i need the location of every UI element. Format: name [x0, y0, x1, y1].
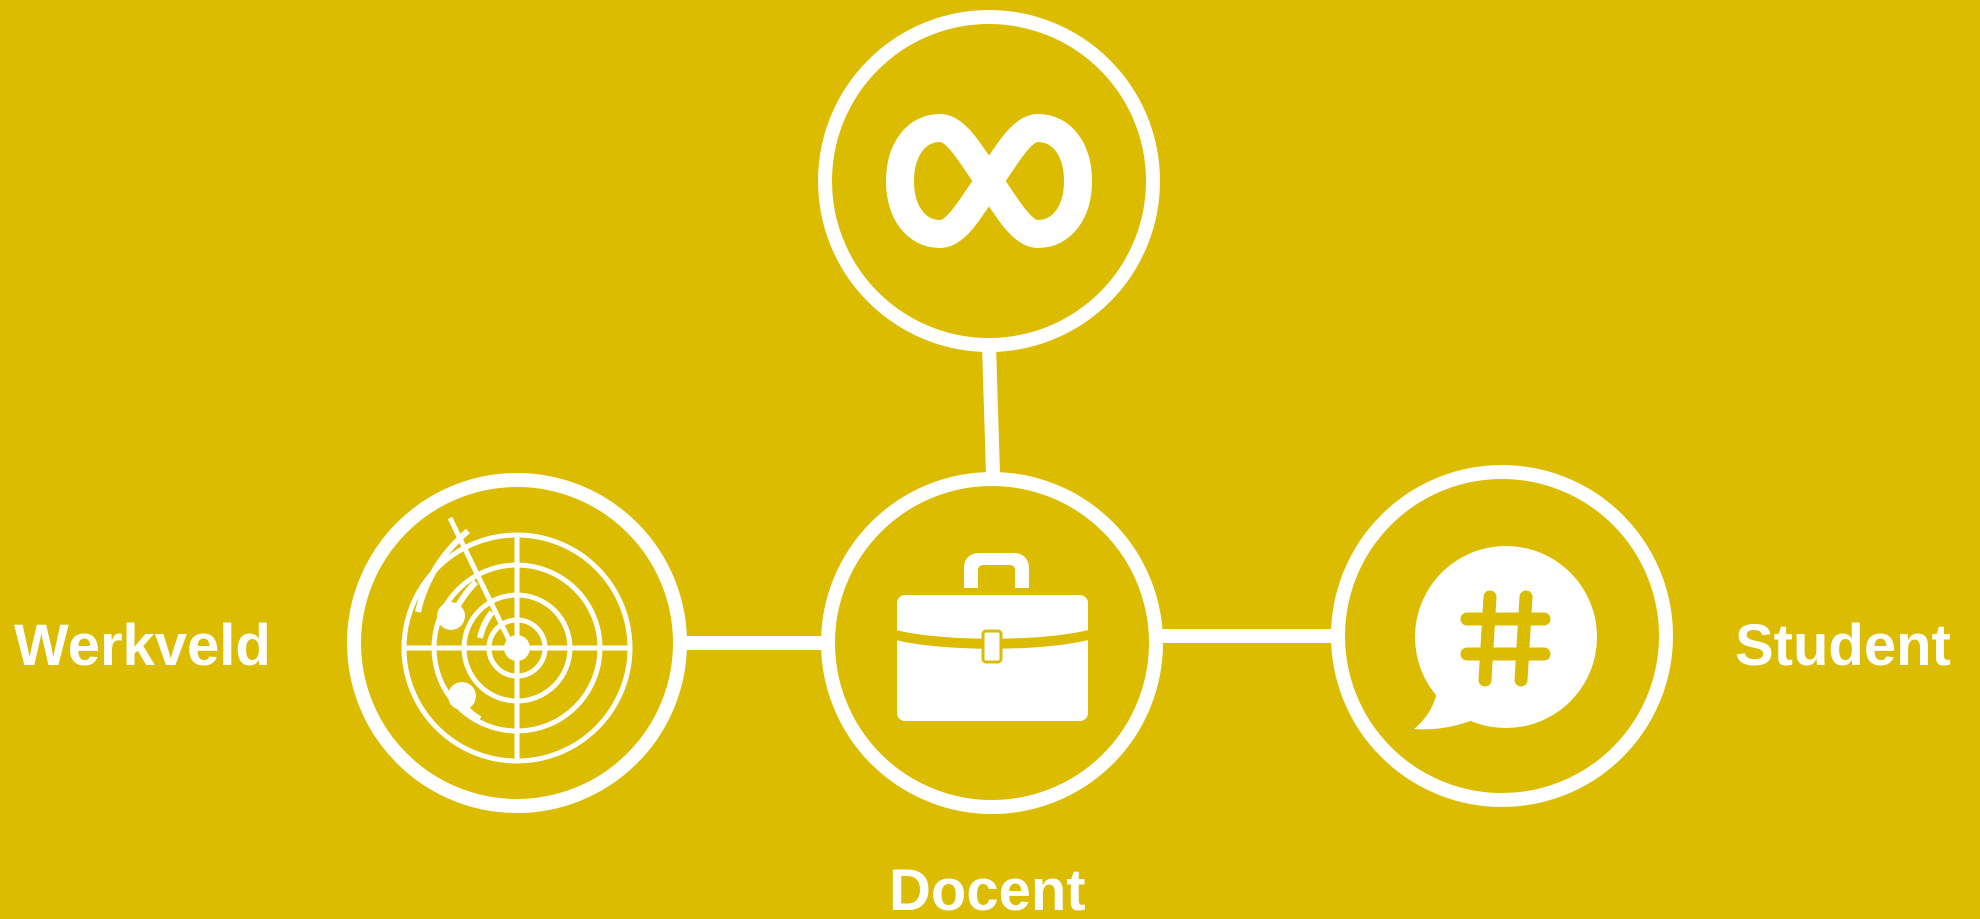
werkveld-label: Werkveld [14, 613, 271, 678]
top-node-circle [818, 10, 1160, 352]
docent-node-circle [821, 472, 1163, 814]
docent-label: Docent [889, 858, 1086, 919]
hashtag-chat-bubble-icon [1414, 546, 1597, 730]
connector-top-to-docent [982, 344, 1000, 475]
student-label: Student [1735, 613, 1951, 678]
student-node-circle [1331, 465, 1673, 807]
radar-icon [401, 516, 633, 764]
werkveld-node-circle [347, 473, 687, 813]
briefcase-icon [892, 553, 1092, 721]
infinity-icon [886, 114, 1092, 248]
